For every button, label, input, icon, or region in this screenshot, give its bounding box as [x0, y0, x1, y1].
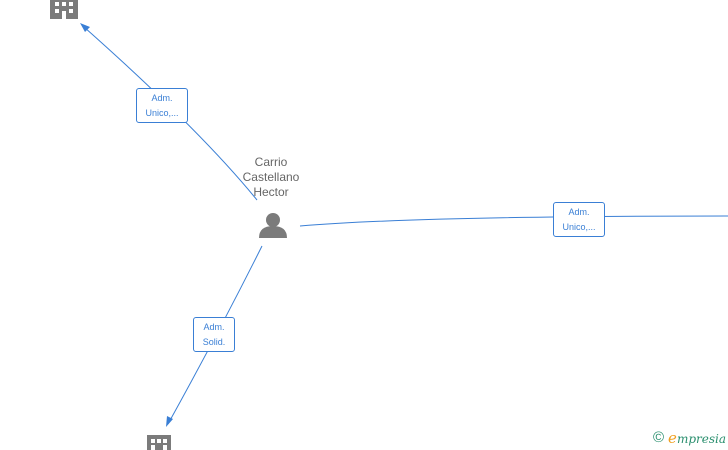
logo-initial: e — [668, 428, 677, 447]
logo-text: mpresia — [676, 431, 726, 446]
relation-label-line: Unico,... — [145, 108, 179, 118]
person-name-line: Hector — [253, 185, 289, 199]
relation-label-top[interactable]: Adm. Unico,... — [136, 88, 188, 123]
person-name-line: Carrio — [254, 155, 288, 169]
person-name-label[interactable]: Carrio Castellano Hector — [231, 155, 311, 200]
arrow-head-top — [80, 23, 90, 32]
relation-label-line: Unico,... — [562, 222, 596, 232]
relation-label-right[interactable]: Adm. Unico,... — [553, 202, 605, 237]
edge-to-company-right — [299, 215, 728, 227]
copyright-icon: © — [652, 429, 665, 446]
relation-label-bottom[interactable]: Adm. Solid. — [193, 317, 235, 352]
company-building-icon-top[interactable] — [50, 0, 78, 19]
arrow-head-bottom — [166, 416, 173, 427]
person-icon[interactable] — [259, 213, 287, 238]
relation-label-line: Solid. — [202, 337, 226, 347]
empresia-watermark: © empresia — [653, 429, 726, 447]
person-name-line: Castellano — [242, 170, 300, 184]
empresia-logo: empresia — [668, 429, 726, 448]
relation-label-line: Adm. — [568, 207, 590, 217]
company-building-icon-bottom[interactable] — [147, 435, 171, 450]
relation-label-line: Adm. — [151, 93, 173, 103]
relation-label-line: Adm. — [203, 322, 225, 332]
